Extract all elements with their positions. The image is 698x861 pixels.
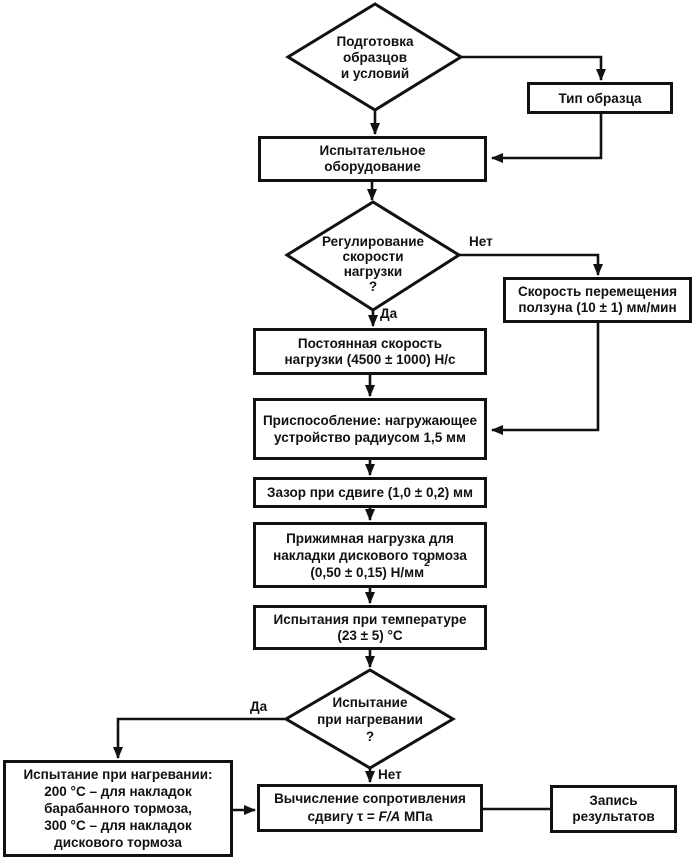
- edge-heating-yes-to-heating-test: [113, 717, 286, 759]
- decision-heating-label: Испытание при нагревании ?: [290, 694, 450, 745]
- edge-preparation-to-sample-type: [461, 55, 606, 81]
- text-line: образцов: [342, 50, 408, 65]
- text-line: Испытание при нагревании:: [23, 767, 213, 782]
- decision-regulation-label: Регулирование скорости нагрузки ?: [293, 234, 453, 294]
- node-sample-type: Тип образца: [527, 82, 673, 114]
- text-line: Прижимная нагрузка для: [286, 530, 454, 546]
- text-line: скорости: [342, 249, 404, 264]
- text-line: (23 ± 5) °С: [337, 627, 403, 643]
- decision-preparation-label: Подготовка образцов и условий: [295, 34, 455, 82]
- text-line: устройство радиусом 1,5 мм: [274, 430, 466, 445]
- text-line: Приспособление: нагружающее: [262, 413, 478, 428]
- text-line: результатов: [572, 809, 655, 824]
- text-line: 300 °С – для накладок: [44, 818, 192, 833]
- node-shear-calculation: Вычисление сопротивления сдвигу τ = F/A …: [257, 784, 483, 832]
- text-line: Постоянная скорость: [297, 335, 443, 351]
- node-heating-test: Испытание при нагревании: 200 °С – для н…: [3, 760, 233, 857]
- node-temperature-test: Испытания при температуре (23 ± 5) °С: [253, 605, 487, 650]
- edge-label-heating-no: Нет: [378, 767, 402, 782]
- formula-f-over-a: F/A: [378, 809, 401, 824]
- text-line: Запись: [589, 793, 638, 808]
- text-line: Скорость перемещения: [517, 284, 678, 299]
- node-shear-gap: Зазор при сдвиге (1,0 ± 0,2) мм: [253, 477, 487, 508]
- text-line: Регулирование: [321, 234, 425, 249]
- node-slider-speed: Скорость перемещения ползуна (10 ± 1) мм…: [503, 277, 692, 323]
- text-line: Подготовка: [336, 34, 414, 49]
- node-clamp-load: Прижимная нагрузка для накладки дисковог…: [253, 522, 487, 588]
- text-line: (0,50 ± 0,15) Н/мм2: [310, 559, 429, 581]
- text-line: 200 °С – для накладок: [44, 784, 192, 799]
- text-line: нагрузки (4500 ± 1000) Н/с: [284, 351, 456, 367]
- text-line: и условий: [340, 66, 410, 81]
- text-line: накладки дискового тормоза: [273, 547, 467, 563]
- text-line: барабанного тормоза,: [44, 801, 192, 816]
- edge-sample-type-to-equipment: [491, 113, 603, 163]
- edge-regulation-no-to-slider-speed: [459, 253, 603, 276]
- text-line: Испытательное: [319, 143, 426, 158]
- edge-label-regulation-no: Нет: [469, 234, 493, 249]
- edge-label-heating-yes: Да: [250, 699, 268, 714]
- edge-slider-speed-to-fixture: [491, 323, 600, 435]
- text-line: оборудование: [324, 159, 421, 174]
- text-line: Тип образца: [558, 90, 642, 106]
- node-constant-load-speed: Постоянная скорость нагрузки (4500 ± 100…: [253, 328, 487, 375]
- text-line: Зазор при сдвиге (1,0 ± 0,2) мм: [267, 485, 473, 500]
- text-line: ползуна (10 ± 1) мм/мин: [518, 300, 677, 315]
- superscript-2: 2: [424, 558, 430, 569]
- node-fixture: Приспособление: нагружающее устройство р…: [253, 398, 487, 460]
- text-line: дискового тормоза: [54, 835, 182, 850]
- text-line: ?: [365, 729, 375, 744]
- text-line: ?: [368, 279, 378, 294]
- text-part: сдвигу τ =: [307, 809, 379, 824]
- text-part: (0,50 ± 0,15) Н/мм: [310, 564, 425, 580]
- text-line: нагрузки: [343, 264, 403, 279]
- text-line: Испытания при температуре: [273, 611, 467, 627]
- text-line: при нагревании: [317, 712, 423, 727]
- text-part: МПа: [400, 809, 433, 824]
- decision-preparation-diamond: [285, 2, 464, 112]
- node-record-results: Запись результатов: [550, 785, 677, 833]
- text-line: сдвигу τ = F/A МПа: [308, 808, 433, 826]
- text-line: Испытание: [332, 695, 408, 710]
- decision-regulation-diamond: [284, 200, 462, 312]
- node-test-equipment: Испытательное оборудование: [258, 136, 487, 182]
- decision-heating-diamond: [283, 668, 456, 770]
- edge-label-regulation-yes: Да: [380, 306, 398, 321]
- text-line: Вычисление сопротивления: [274, 791, 466, 806]
